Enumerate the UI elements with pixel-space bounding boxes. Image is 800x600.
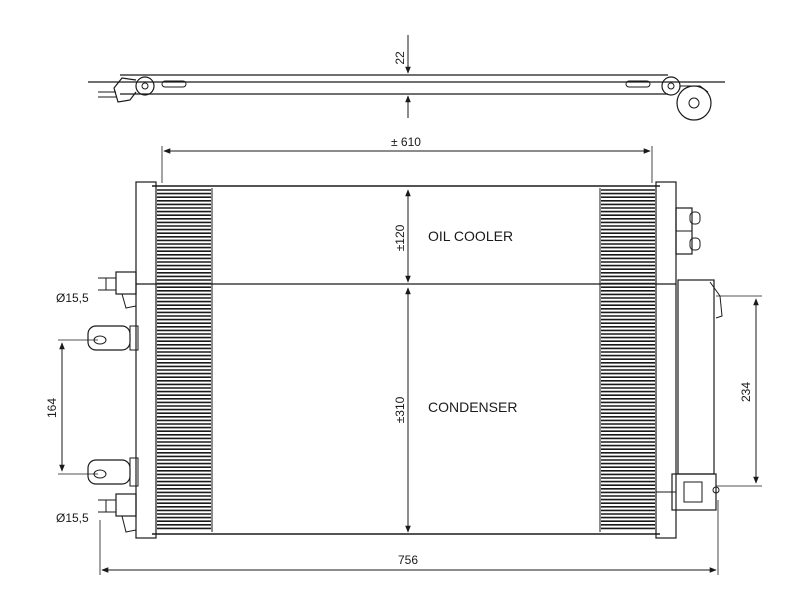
label-condenser: CONDENSER bbox=[428, 399, 517, 415]
fitting-top-left bbox=[98, 271, 137, 309]
top-view: 22 bbox=[88, 35, 725, 121]
bracket-upper bbox=[87, 325, 139, 351]
dim-thickness: 22 bbox=[393, 51, 407, 65]
bracket-lower bbox=[87, 457, 139, 487]
dim-bracket-spacing: 164 bbox=[45, 398, 59, 418]
fins-left bbox=[157, 189, 211, 530]
dim-overall-width: 756 bbox=[398, 553, 418, 567]
dim-oil-cooler-height: ±120 bbox=[393, 224, 407, 251]
dim-port-top: Ø15,5 bbox=[56, 291, 89, 305]
receiver-drier bbox=[656, 279, 723, 511]
label-oil-cooler: OIL COOLER bbox=[428, 228, 513, 244]
fitting-bottom-left bbox=[98, 493, 137, 533]
oil-cooler-connectors bbox=[675, 207, 701, 255]
dim-core-width: ± 610 bbox=[391, 135, 421, 149]
dim-port-bottom: Ø15,5 bbox=[56, 511, 89, 525]
dim-condenser-height: ±310 bbox=[393, 396, 407, 423]
front-view: ± 610 ±120 OIL COOLER ±310 CONDENSER Ø15… bbox=[45, 135, 762, 575]
fins-right bbox=[601, 189, 655, 530]
dim-receiver-height: 234 bbox=[739, 382, 753, 402]
